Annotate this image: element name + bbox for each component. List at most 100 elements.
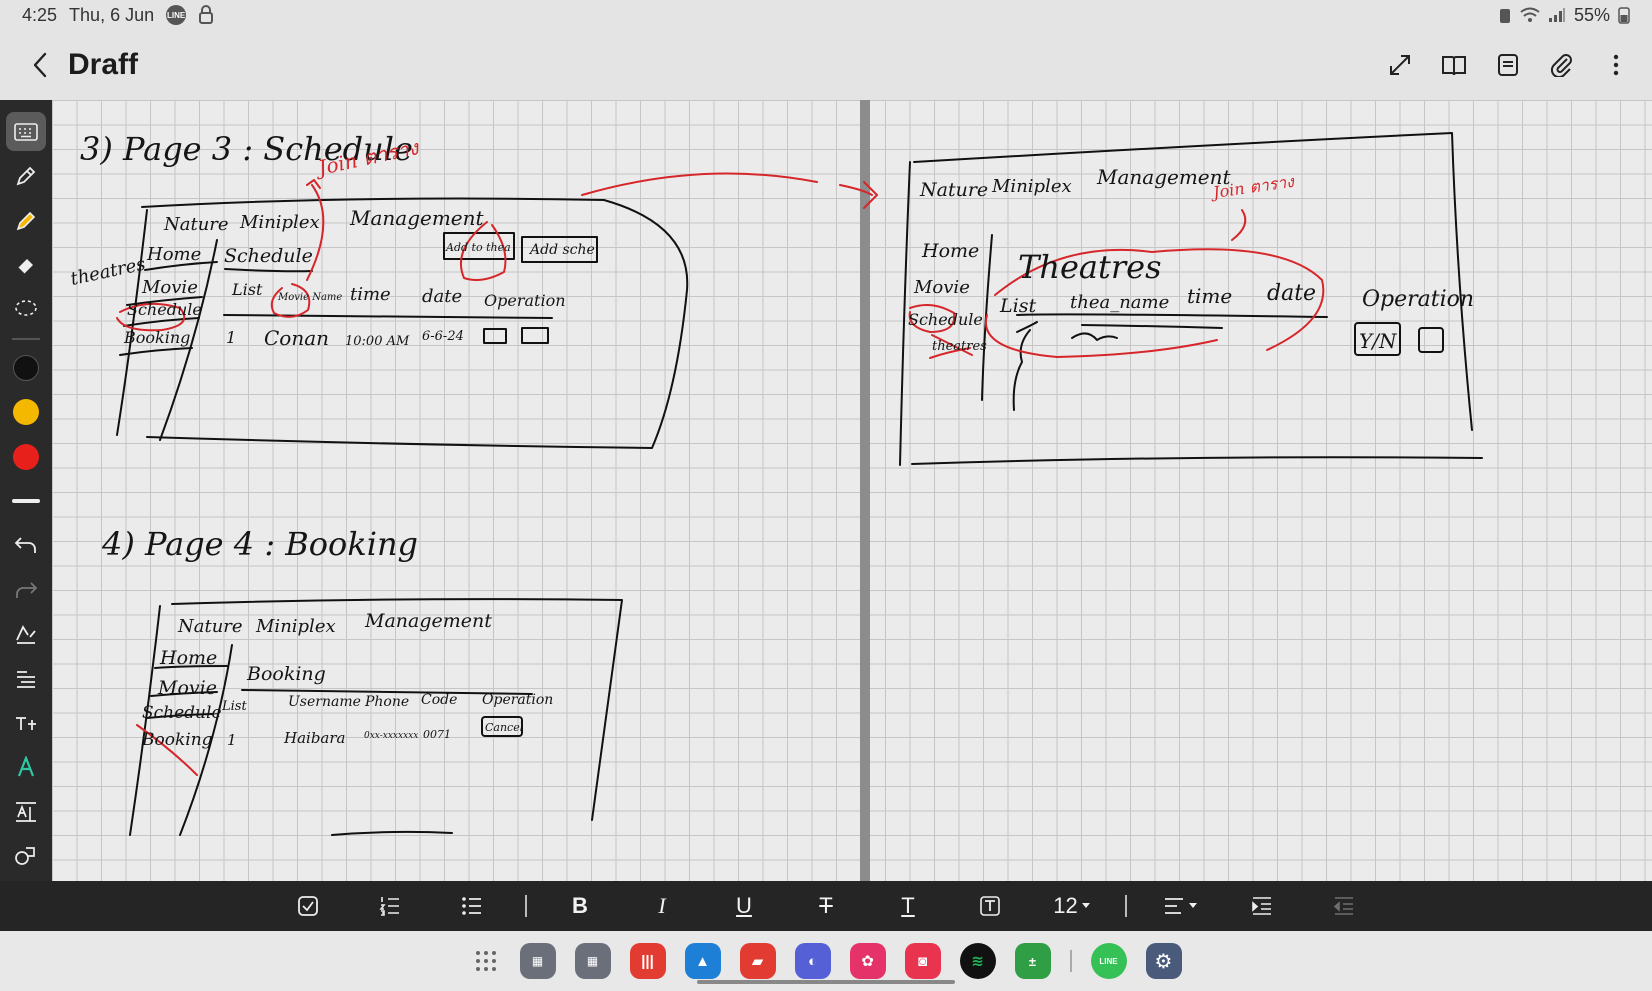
spotify-icon[interactable]: ≋	[959, 943, 996, 979]
blossom-app-icon[interactable]: ✿	[849, 943, 886, 979]
text-style-tool[interactable]	[6, 748, 46, 787]
settings-icon[interactable]: ⚙	[1145, 943, 1182, 979]
bold-button[interactable]: B	[539, 881, 621, 931]
line-app-icon[interactable]: LINE	[1090, 943, 1127, 979]
lock-icon	[199, 5, 214, 24]
keyboard-tool[interactable]	[6, 112, 46, 152]
color-yellow[interactable]	[6, 392, 46, 431]
numbered-list-button[interactable]	[349, 881, 431, 931]
book-view-button[interactable]	[1438, 49, 1470, 81]
status-bar: 4:25 Thu, 6 Jun LINE 55%	[0, 0, 1652, 30]
nav-booking: Booking	[123, 328, 190, 347]
handwritten-sketch: 3) Page 3 : Schedule Join ตาราง theatres…	[69, 130, 1483, 836]
color-black[interactable]	[6, 348, 46, 387]
stroke-width-tool[interactable]	[6, 481, 46, 520]
expand-button[interactable]	[1384, 49, 1416, 81]
checkbox-icon	[298, 896, 318, 916]
folder-glyph: ▦	[586, 954, 599, 968]
underline-button[interactable]: U	[703, 881, 785, 931]
outdent-button[interactable]	[1303, 881, 1385, 931]
home-indicator[interactable]	[697, 980, 955, 984]
notes-app-icon[interactable]: ▰	[739, 943, 776, 979]
text-color-label: T	[901, 893, 915, 918]
align-icon	[1164, 898, 1183, 914]
more-options-button[interactable]	[1600, 49, 1632, 81]
text-size-tool[interactable]	[6, 792, 46, 831]
shape-icon	[16, 625, 36, 645]
add-theatre-button: Add to thea	[445, 241, 511, 254]
col-code: Code	[421, 692, 457, 708]
p5-title-nature: Nature	[919, 179, 988, 201]
indent-button[interactable]	[1221, 881, 1303, 931]
wifi-icon	[1520, 7, 1540, 22]
text-style-icon	[17, 756, 35, 777]
schedule-title: Schedule	[224, 245, 313, 267]
data-saver-icon	[1499, 9, 1510, 23]
calc-glyph: ±	[1028, 953, 1037, 969]
checkbox-button[interactable]	[267, 881, 349, 931]
text-color-button[interactable]: T	[867, 881, 949, 931]
waveform-glyph: |||	[641, 952, 654, 970]
red-swatch	[13, 443, 39, 470]
note-canvas[interactable]: 3) Page 3 : Schedule Join ตาราง theatres…	[52, 100, 1652, 881]
attach-button[interactable]	[1546, 49, 1578, 81]
navigation-app-icon[interactable]: ▲	[684, 943, 721, 979]
compass-app-icon[interactable]: ◐	[794, 943, 831, 979]
drawing-toolbar	[0, 100, 52, 881]
font-size-dropdown[interactable]: 12	[1031, 881, 1113, 931]
format-divider-2	[1125, 895, 1127, 917]
row-username: Haibara	[283, 729, 345, 747]
p4-title-miniplex: Miniplex	[255, 616, 336, 637]
title-bar: Draff	[0, 30, 1652, 100]
italic-button[interactable]: I	[621, 881, 703, 931]
text-align-tool[interactable]	[6, 659, 46, 698]
p5-nav-movie: Movie	[913, 277, 970, 298]
text-box-button[interactable]	[949, 881, 1031, 931]
app-drawer-button[interactable]	[471, 943, 501, 979]
calculator-icon[interactable]: ±	[1014, 943, 1051, 979]
page-list-button[interactable]	[1492, 49, 1524, 81]
shapes-icon	[15, 847, 35, 866]
bullet-list-button[interactable]	[431, 881, 513, 931]
alignment-dropdown[interactable]	[1139, 881, 1221, 931]
voice-recorder-icon[interactable]: |||	[629, 943, 666, 979]
pen-icon	[16, 166, 36, 186]
app-grid-icon	[475, 951, 496, 971]
row-phone: 0xx-xxxxxxx	[364, 731, 418, 741]
pen-tool[interactable]	[6, 156, 46, 195]
dock-divider	[1069, 950, 1072, 972]
battery-percentage: 55%	[1573, 4, 1610, 25]
highlighter-icon	[16, 211, 36, 230]
black-swatch	[13, 354, 39, 381]
color-red[interactable]	[6, 437, 46, 476]
undo-button[interactable]	[6, 526, 46, 565]
document-title[interactable]: Draff	[68, 48, 139, 81]
font-size-value: 12	[1053, 893, 1078, 918]
bold-label: B	[572, 893, 588, 918]
folder-icon[interactable]: ▦	[574, 943, 611, 979]
app-library-icon[interactable]: ▦	[519, 943, 556, 979]
stroke-width-icon	[12, 498, 40, 503]
spotify-glyph: ≋	[971, 953, 984, 970]
p4-title-nature: Nature	[177, 616, 243, 637]
shapes-tool[interactable]	[6, 836, 46, 875]
bullet-list-icon	[462, 897, 481, 915]
highlighter-tool[interactable]	[6, 201, 46, 240]
keyboard-icon	[14, 122, 38, 141]
lasso-tool[interactable]	[6, 290, 46, 329]
page-divider	[860, 100, 870, 881]
shape-tool[interactable]	[6, 614, 46, 653]
back-button[interactable]	[20, 45, 60, 85]
yes-no-sketch-button: Y/N	[1359, 329, 1398, 353]
line-notification-icon: LINE	[166, 5, 187, 25]
outdent-icon	[1333, 897, 1353, 915]
tiles-glyph: ▦	[531, 954, 544, 968]
camera-app-icon[interactable]: ◙	[904, 943, 941, 979]
row-time: 10:00 AM	[345, 334, 410, 349]
redo-button[interactable]	[6, 570, 46, 609]
compass-glyph: ◐	[807, 952, 818, 970]
handwriting-tool[interactable]	[6, 703, 46, 742]
strikethrough-button[interactable]: T	[785, 881, 867, 931]
eraser-tool[interactable]	[6, 245, 46, 284]
app-title-miniplex: Miniplex	[239, 212, 320, 233]
